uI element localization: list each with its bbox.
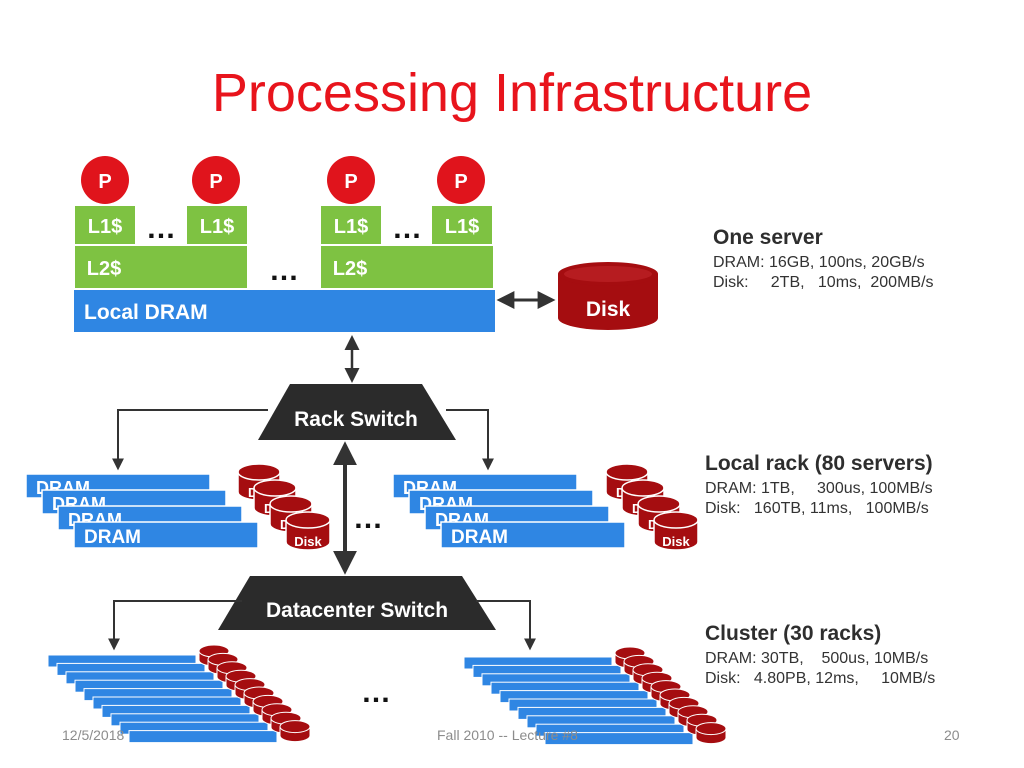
cluster-heading: Cluster (30 racks) [705, 622, 882, 645]
datacenter-link-right [476, 600, 536, 651]
local-rack-dram: DRAM: 1TB, 300us, 100MB/s [705, 480, 933, 497]
rack-switch: Rack Switch [258, 384, 456, 440]
processor-1: P [81, 156, 129, 204]
svg-text:L2$: L2$ [333, 258, 367, 280]
svg-text:L2$: L2$ [87, 258, 121, 280]
cluster-ellipsis: … [361, 676, 391, 709]
rack-server: DRAM [440, 521, 626, 549]
one-server-info: One server DRAM: 16GB, 100ns, 20GB/s Dis… [713, 226, 934, 293]
processor-4: P [437, 156, 485, 204]
svg-text:Local DRAM: Local DRAM [84, 301, 208, 324]
one-server-dram: DRAM: 16GB, 100ns, 20GB/s [713, 254, 925, 271]
svg-text:L1$: L1$ [334, 216, 368, 238]
svg-text:D: D [648, 517, 657, 532]
local-dram: Local DRAM [74, 290, 495, 332]
l1-cache-1: L1$ [73, 204, 137, 246]
svg-text:L1$: L1$ [445, 216, 479, 238]
local-rack-right: DRAM DRAM DRAM DRAM D D [392, 463, 699, 551]
svg-text:L1$: L1$ [88, 216, 122, 238]
svg-text:DRAM: DRAM [84, 527, 141, 548]
rack-link-left [112, 409, 268, 471]
svg-text:DRAM: DRAM [451, 527, 508, 548]
footer-course: Fall 2010 -- Lecture #8 [437, 727, 578, 743]
rack-link-right [446, 409, 494, 471]
l2-cache-1: L2$ [73, 244, 249, 290]
rack-disk: Disk [653, 511, 699, 551]
svg-text:Disk: Disk [294, 534, 322, 549]
cluster-server [544, 732, 694, 746]
slide-title: Processing Infrastructure [211, 63, 813, 123]
one-server-disk: Disk: 2TB, 10ms, 200MB/s [713, 274, 934, 291]
svg-text:P: P [98, 171, 111, 193]
cluster-disk [279, 720, 311, 743]
cluster-server [128, 730, 278, 744]
rack-ellipsis: … [353, 502, 383, 535]
l1-cache-3: L1$ [319, 204, 383, 246]
server-disk: Disk [558, 262, 658, 330]
rack-server: DRAM [73, 521, 259, 549]
cluster-disk [695, 722, 727, 745]
cluster-info: Cluster (30 racks) DRAM: 30TB, 500us, 10… [705, 622, 935, 689]
footer-date: 12/5/2018 [62, 727, 125, 743]
datacenter-switch: Datacenter Switch [218, 576, 496, 630]
server-block: P P P P L1$ L1$ [73, 156, 658, 332]
l1-ellipsis-left: … [146, 212, 176, 245]
svg-text:D: D [264, 501, 273, 516]
svg-text:P: P [344, 171, 357, 193]
svg-text:Datacenter Switch: Datacenter Switch [266, 599, 448, 622]
local-rack-disk: Disk: 160TB, 11ms, 100MB/s [705, 500, 929, 517]
local-rack-info: Local rack (80 servers) DRAM: 1TB, 300us… [705, 452, 933, 519]
local-rack-heading: Local rack (80 servers) [705, 452, 933, 475]
one-server-heading: One server [713, 226, 823, 249]
processor-2: P [192, 156, 240, 204]
l1-cache-4: L1$ [430, 204, 494, 246]
footer-page-number: 20 [944, 727, 960, 743]
svg-text:L1$: L1$ [200, 216, 234, 238]
l2-ellipsis: … [269, 254, 299, 287]
svg-text:D: D [280, 517, 289, 532]
l1-ellipsis-right: … [392, 212, 422, 245]
svg-text:Disk: Disk [662, 534, 690, 549]
cluster-disk: Disk: 4.80PB, 12ms, 10MB/s [705, 670, 936, 687]
svg-text:Disk: Disk [586, 298, 631, 321]
processor-3: P [327, 156, 375, 204]
local-rack-left: DRAM DRAM DRAM DRAM D D [25, 463, 331, 551]
cluster-rack-stack-left [47, 644, 311, 744]
svg-text:D: D [632, 501, 641, 516]
svg-text:D: D [248, 485, 257, 500]
svg-text:P: P [209, 171, 222, 193]
svg-text:P: P [454, 171, 467, 193]
svg-text:Rack Switch: Rack Switch [294, 408, 418, 431]
rack-disk: Disk [285, 511, 331, 551]
cluster-dram: DRAM: 30TB, 500us, 10MB/s [705, 650, 929, 667]
l1-cache-2: L1$ [185, 204, 249, 246]
l2-cache-2: L2$ [319, 244, 495, 290]
datacenter-link-left [108, 600, 242, 651]
cluster-rack-stack-right [463, 646, 727, 746]
svg-text:D: D [616, 485, 625, 500]
